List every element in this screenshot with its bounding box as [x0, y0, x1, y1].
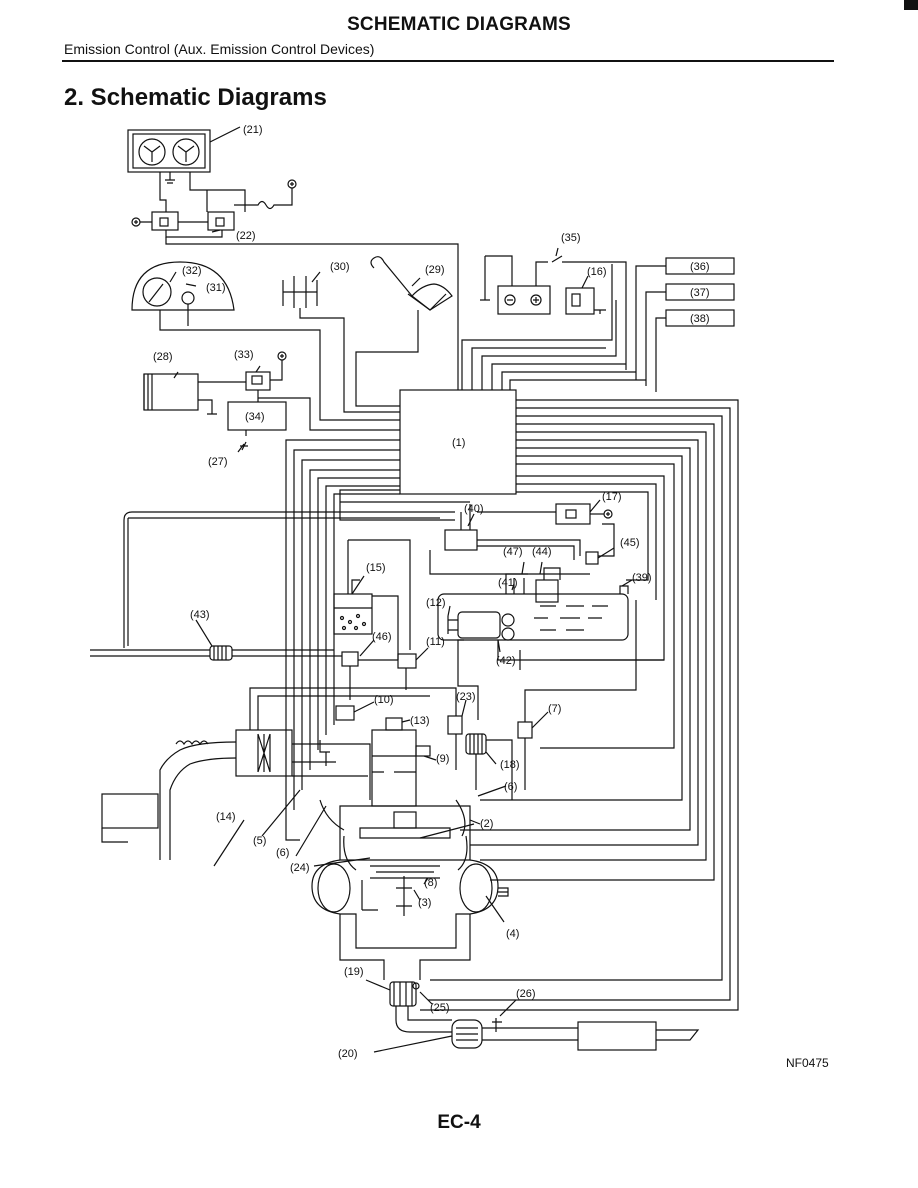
label-1: (1) [452, 437, 465, 449]
label-35: (35) [561, 232, 581, 244]
page-corner-mark [904, 0, 918, 10]
label-40: (40) [464, 503, 484, 515]
label-43: (43) [190, 609, 210, 621]
label-42: (42) [496, 655, 516, 667]
label-26: (26) [516, 988, 536, 1000]
label-15: (15) [366, 562, 386, 574]
label-7: (7) [548, 703, 561, 715]
page-number: EC-4 [437, 1112, 481, 1133]
filter-18 [465, 733, 487, 755]
label-10: (10) [374, 694, 394, 706]
throttle-body [371, 717, 431, 807]
valve-7 [517, 721, 533, 739]
label-17: (17) [602, 491, 622, 503]
canister-assembly [437, 523, 629, 641]
label-14: (14) [216, 811, 236, 823]
ignition-relay [565, 287, 606, 315]
label-32: (32) [182, 265, 202, 277]
label-29: (29) [425, 264, 445, 276]
figure-code: NF0475 [786, 1056, 829, 1070]
valve-10 [335, 705, 355, 721]
label-6-right: (6) [504, 781, 517, 793]
label-16: (16) [587, 266, 607, 278]
label-46: (46) [372, 631, 392, 643]
label-20: (20) [338, 1048, 358, 1060]
header-subtitle: Emission Control (Aux. Emission Control … [64, 41, 375, 57]
label-21: (21) [243, 124, 263, 136]
label-38: (38) [690, 313, 710, 325]
header-rule [62, 60, 834, 62]
label-28: (28) [153, 351, 173, 363]
label-2: (2) [480, 818, 493, 830]
inhibitor-switch-group [282, 256, 453, 311]
label-45: (45) [620, 537, 640, 549]
connector-40 [444, 529, 478, 551]
purge-solenoid-12 [447, 611, 515, 641]
sensor-11 [397, 653, 417, 669]
box-34 [227, 401, 287, 431]
fan-relay-group [151, 211, 235, 231]
label-31: (31) [206, 282, 226, 294]
label-22: (22) [236, 230, 256, 242]
label-6-left: (6) [276, 847, 289, 859]
filter-43 [209, 645, 233, 661]
engine-control-module [399, 389, 517, 495]
label-19: (19) [344, 966, 364, 978]
exhaust-system [389, 981, 700, 1051]
label-4: (4) [506, 928, 519, 940]
schematic-diagram: (21) (22) (35) (16) (36) (37) (38) (32) … [0, 110, 918, 1090]
external-box-group [635, 257, 735, 392]
engine-block [311, 799, 509, 980]
relay-17 [555, 503, 604, 525]
label-41: (41) [498, 577, 518, 589]
label-18: (18) [500, 759, 520, 771]
label-23: (23) [456, 691, 476, 703]
label-44: (44) [532, 546, 552, 558]
label-34: (34) [245, 411, 265, 423]
label-27: (27) [208, 456, 228, 468]
relay-33 [245, 371, 271, 391]
label-36: (36) [690, 261, 710, 273]
battery-group [480, 255, 627, 370]
label-33: (33) [234, 349, 254, 361]
label-12: (12) [426, 597, 446, 609]
label-30: (30) [330, 261, 350, 273]
label-5: (5) [253, 835, 266, 847]
sensor-block-28 [143, 373, 199, 411]
label-24: (24) [290, 862, 310, 874]
label-11: (11) [426, 636, 445, 648]
section-title: 2. Schematic Diagrams [64, 84, 327, 111]
fuel-tank-15 [333, 593, 373, 635]
sensor-46 [341, 651, 359, 667]
label-39: (39) [632, 572, 652, 584]
radiator-fan-unit [127, 129, 211, 184]
label-47: (47) [503, 546, 523, 558]
label-9: (9) [436, 753, 449, 765]
label-8: (8) [424, 877, 437, 889]
air-intake-14 [101, 729, 293, 860]
sensor-23 [447, 715, 463, 735]
label-13: (13) [410, 715, 430, 727]
combination-meter [131, 261, 235, 311]
label-25: (25) [430, 1002, 450, 1014]
label-37: (37) [690, 287, 710, 299]
header-title: SCHEMATIC DIAGRAMS [347, 14, 571, 35]
label-3: (3) [418, 897, 431, 909]
